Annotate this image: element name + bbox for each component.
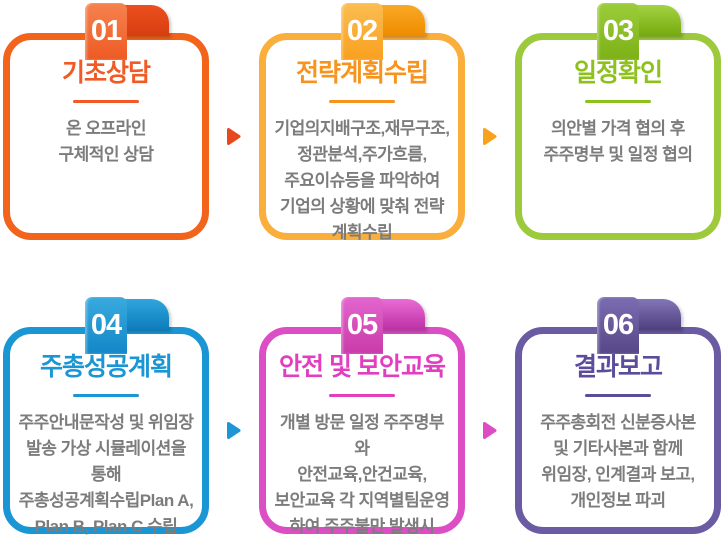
ribbon-flap [631, 5, 681, 36]
ribbon-flap [375, 5, 425, 36]
process-row-top: 01 기초상담 온 오프라인 구체적인 상담 02 전략계획수립 [0, 3, 724, 242]
step-number: 05 [346, 309, 378, 341]
ribbon-tab: 02 [341, 3, 383, 60]
arrow-right-icon [226, 421, 242, 440]
step-title: 기초상담 [61, 59, 151, 87]
step-card-2: 02 전략계획수립 기업의지배구조,재무구조, 정관분석,주가흐름, 주요이슈등… [259, 3, 465, 242]
step-description: 주주총회전 신분증사본 및 기타사본과 함께 위임장, 인계결과 보고, 개인정… [540, 413, 696, 510]
ribbon-tab: 03 [597, 3, 639, 60]
title-divider [585, 394, 651, 397]
process-row-bottom: 04 주총성공계획 주주안내문작성 및 위임장 발송 가상 시뮬레이션을 통해 … [0, 297, 724, 535]
arrow-cell [465, 3, 515, 240]
step-card-panel: 안전 및 보안교육 개별 방문 일정 주주명부와 안전교육,안건교육, 보안교육… [259, 327, 465, 535]
step-card-panel: 결과보고 주주총회전 신분증사본 및 기타사본과 함께 위임장, 인계결과 보고… [515, 327, 721, 534]
step-card-5: 05 안전 및 보안교육 개별 방문 일정 주주명부와 안전교육,안건교육, 보… [259, 297, 465, 535]
step-number: 03 [602, 15, 634, 47]
ribbon-tab: 01 [85, 3, 127, 60]
step-number: 06 [602, 309, 634, 341]
ribbon-flap [119, 299, 169, 330]
step-number: 01 [90, 15, 122, 47]
step-number-ribbon: 05 [259, 297, 465, 357]
step-number-ribbon: 06 [515, 297, 721, 357]
arrow-cell [465, 297, 515, 534]
arrow-right-icon [482, 127, 498, 146]
step-card-panel: 전략계획수립 기업의지배구조,재무구조, 정관분석,주가흐름, 주요이슈등을 파… [259, 33, 465, 242]
step-number: 04 [90, 309, 122, 341]
arrow-right-icon [226, 127, 242, 146]
step-title: 안전 및 보안교육 [279, 353, 446, 381]
title-divider [329, 394, 395, 397]
step-number: 02 [346, 15, 378, 47]
title-divider [329, 100, 395, 103]
step-number-ribbon: 04 [3, 297, 209, 357]
title-divider [585, 100, 651, 103]
step-number-ribbon: 03 [515, 3, 721, 63]
step-description: 기업의지배구조,재무구조, 정관분석,주가흐름, 주요이슈등을 파악하여 기업의… [274, 119, 451, 242]
title-divider [73, 394, 139, 397]
arrow-cell [209, 297, 259, 534]
step-description: 의안별 가격 협의 후 주주명부 및 일정 협의 [543, 119, 693, 164]
step-card-panel: 일정확인 의안별 가격 협의 후 주주명부 및 일정 협의 [515, 33, 721, 240]
ribbon-tab: 06 [597, 297, 639, 354]
step-card-panel: 기초상담 온 오프라인 구체적인 상담 [3, 33, 209, 240]
step-card-6: 06 결과보고 주주총회전 신분증사본 및 기타사본과 함께 위임장, 인계결과… [515, 297, 721, 534]
step-description: 개별 방문 일정 주주명부와 안전교육,안건교육, 보안교육 각 지역별팀운영 … [274, 413, 451, 535]
step-description: 주주안내문작성 및 위임장 발송 가상 시뮬레이션을 통해 주총성공계획수립Pl… [18, 413, 195, 535]
title-divider [73, 100, 139, 103]
arrow-right-icon [482, 421, 498, 440]
step-card-4: 04 주총성공계획 주주안내문작성 및 위임장 발송 가상 시뮬레이션을 통해 … [3, 297, 209, 535]
ribbon-flap [375, 299, 425, 330]
arrow-cell [209, 3, 259, 240]
ribbon-flap [119, 5, 169, 36]
step-title: 결과보고 [573, 353, 663, 381]
step-title: 주총성공계획 [39, 353, 173, 381]
ribbon-tab: 04 [85, 297, 127, 354]
step-number-ribbon: 02 [259, 3, 465, 63]
step-number-ribbon: 01 [3, 3, 209, 63]
step-card-panel: 주총성공계획 주주안내문작성 및 위임장 발송 가상 시뮬레이션을 통해 주총성… [3, 327, 209, 535]
step-card-1: 01 기초상담 온 오프라인 구체적인 상담 [3, 3, 209, 240]
ribbon-flap [631, 299, 681, 330]
step-title: 일정확인 [573, 59, 663, 87]
step-description: 온 오프라인 구체적인 상담 [58, 119, 154, 164]
ribbon-tab: 05 [341, 297, 383, 354]
step-card-3: 03 일정확인 의안별 가격 협의 후 주주명부 및 일정 협의 [515, 3, 721, 240]
step-title: 전략계획수립 [295, 59, 429, 87]
